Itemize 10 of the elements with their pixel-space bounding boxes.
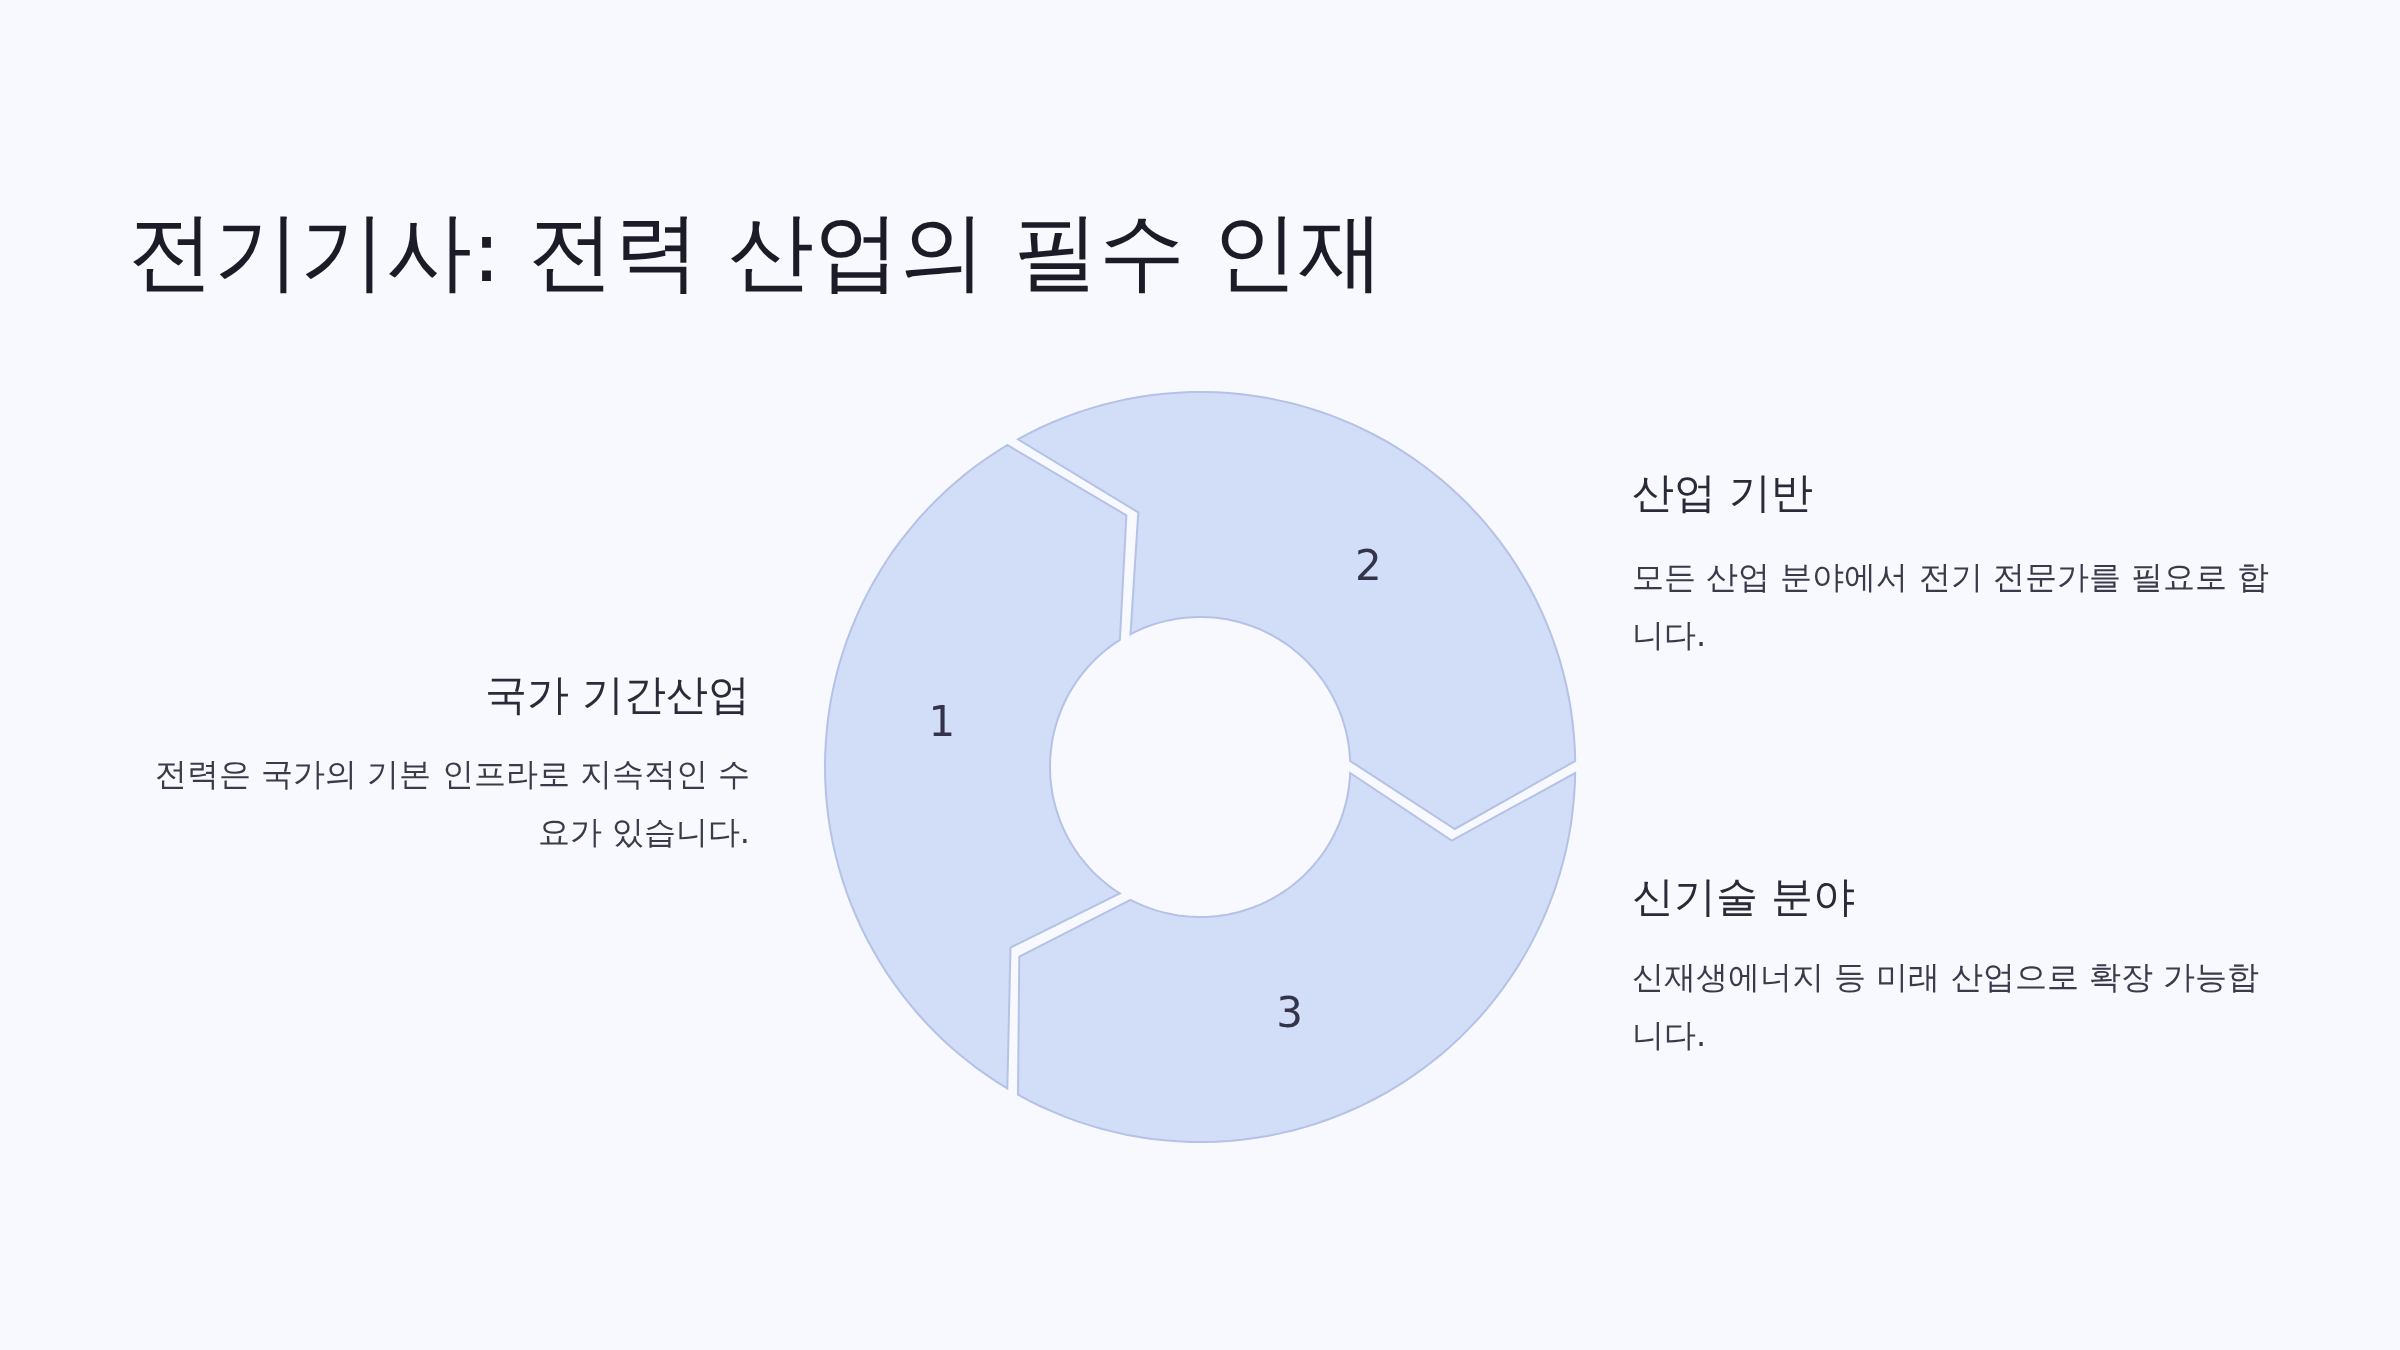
step-number: 1 [928, 700, 956, 743]
step-heading: 신기술 분야 [1632, 871, 1857, 923]
step-description: 전력은 국가의 기본 인프라로 지속적인 수요가 있습니다. [154, 754, 750, 853]
step-description: 모든 산업 분야에서 전기 전문가를 필요로 합니다. [1632, 557, 2271, 656]
step-heading: 산업 기반 [1632, 467, 1815, 519]
step-heading: 국가 기간산업 [483, 669, 750, 721]
step-number: 3 [1276, 992, 1303, 1035]
step-description: 신재생에너지 등 미래 산업으로 확장 가능합니다. [1632, 957, 2260, 1056]
step-number: 2 [1355, 545, 1382, 588]
title: 전기기사: 전력 산업의 필수 인재 [128, 200, 1385, 303]
